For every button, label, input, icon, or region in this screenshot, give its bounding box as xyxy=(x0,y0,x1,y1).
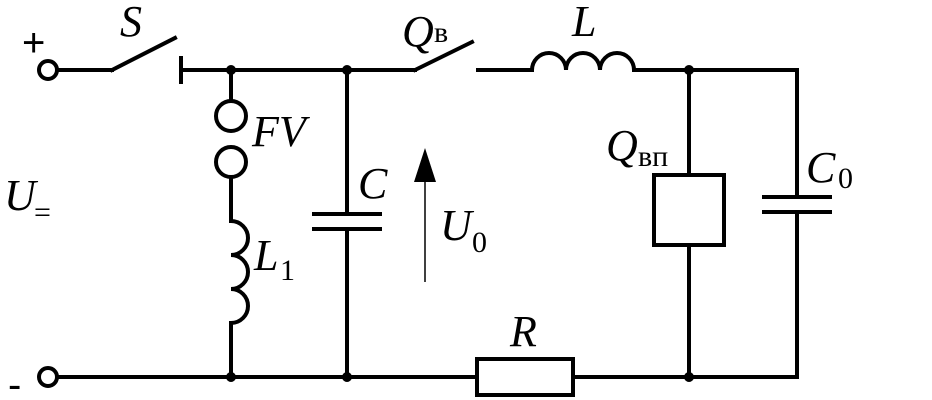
spark-gap-fv-lower xyxy=(214,145,248,179)
capacitor-c0-label: C xyxy=(806,143,836,192)
input-voltage-label: U xyxy=(4,171,39,220)
qvp-label: Q xyxy=(606,121,638,170)
inductor-l1-label: L xyxy=(253,231,278,280)
switch-s-label: S xyxy=(120,0,142,46)
minus-terminal xyxy=(37,366,59,388)
junction-dot xyxy=(226,372,236,382)
junction-dot xyxy=(684,372,694,382)
resistor-r-label: R xyxy=(509,307,537,356)
switch-qv-label: Q xyxy=(402,7,434,56)
junction-dot xyxy=(342,372,352,382)
spark-gap-fv-label: FV xyxy=(251,107,311,156)
plus-sign: + xyxy=(22,21,45,65)
input-voltage-subscript: = xyxy=(34,196,51,229)
voltage-u0-label: U xyxy=(440,201,475,250)
voltage-u0-arrowhead xyxy=(414,148,436,182)
junction-dot xyxy=(684,65,694,75)
qvp-subscript: вп xyxy=(638,140,668,173)
qvp-block xyxy=(652,173,726,247)
switch-qv-blade xyxy=(412,39,475,73)
junction-dot xyxy=(226,65,236,75)
capacitor-c0-subscript: 0 xyxy=(838,162,853,195)
inductor-l1 xyxy=(230,219,250,325)
capacitor-c-label: C xyxy=(358,159,388,208)
voltage-u0-subscript: 0 xyxy=(472,226,487,259)
switch-s-blade xyxy=(109,35,178,73)
junction-dot xyxy=(342,65,352,75)
spark-gap-fv-upper xyxy=(214,99,248,133)
inductor-l1-subscript: 1 xyxy=(280,254,295,287)
minus-sign: - xyxy=(8,363,21,400)
switch-qv-subscript: в xyxy=(434,16,448,49)
resistor-r xyxy=(475,357,575,397)
inductor-l-label: L xyxy=(571,0,596,46)
inductor-l xyxy=(530,51,636,71)
